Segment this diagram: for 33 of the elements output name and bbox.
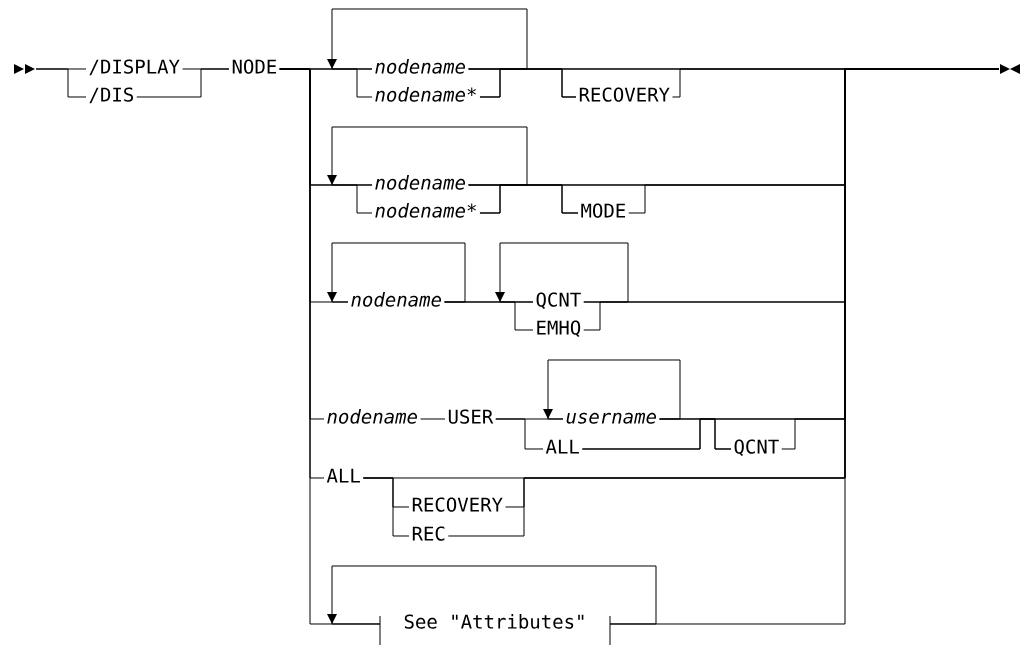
keyword: NODE <box>232 59 277 74</box>
reference-box: See "Attributes" <box>379 614 611 646</box>
variable-name: nodename <box>375 175 465 190</box>
keyword: QCNT <box>734 439 779 456</box>
keyword: MODE <box>581 203 626 218</box>
keyword: /DIS <box>89 87 133 104</box>
keyword: RECOVERY <box>579 87 670 102</box>
repeat-arrow <box>327 565 657 625</box>
track-line <box>420 418 446 420</box>
track-line <box>35 68 87 98</box>
keyword: EMHQ <box>537 320 581 337</box>
repeat-arrow <box>543 359 681 420</box>
keyword: QCNT <box>536 292 581 309</box>
end-mark <box>1000 64 1020 74</box>
track-line <box>136 68 230 98</box>
variable-name: nodename <box>351 292 441 307</box>
repeat-arrow <box>327 242 466 303</box>
keyword: ALL <box>326 468 360 483</box>
keyword: USER <box>448 409 494 424</box>
repeat-arrow <box>327 8 528 70</box>
repeat-arrow <box>327 126 528 186</box>
keyword: REC <box>412 526 445 541</box>
variable-name: nodename* <box>375 203 476 218</box>
variable-name: username <box>566 412 656 424</box>
keyword: RECOVERY <box>412 497 503 512</box>
variable-name: nodename <box>327 409 417 424</box>
variable-name: nodename* <box>375 87 476 102</box>
keyword: /DISPLAY <box>89 59 180 76</box>
start-mark <box>14 64 35 74</box>
keyword: ALL <box>545 439 579 454</box>
track-line <box>495 418 544 450</box>
variable-name: nodename <box>375 59 465 74</box>
repeat-arrow <box>495 242 629 303</box>
